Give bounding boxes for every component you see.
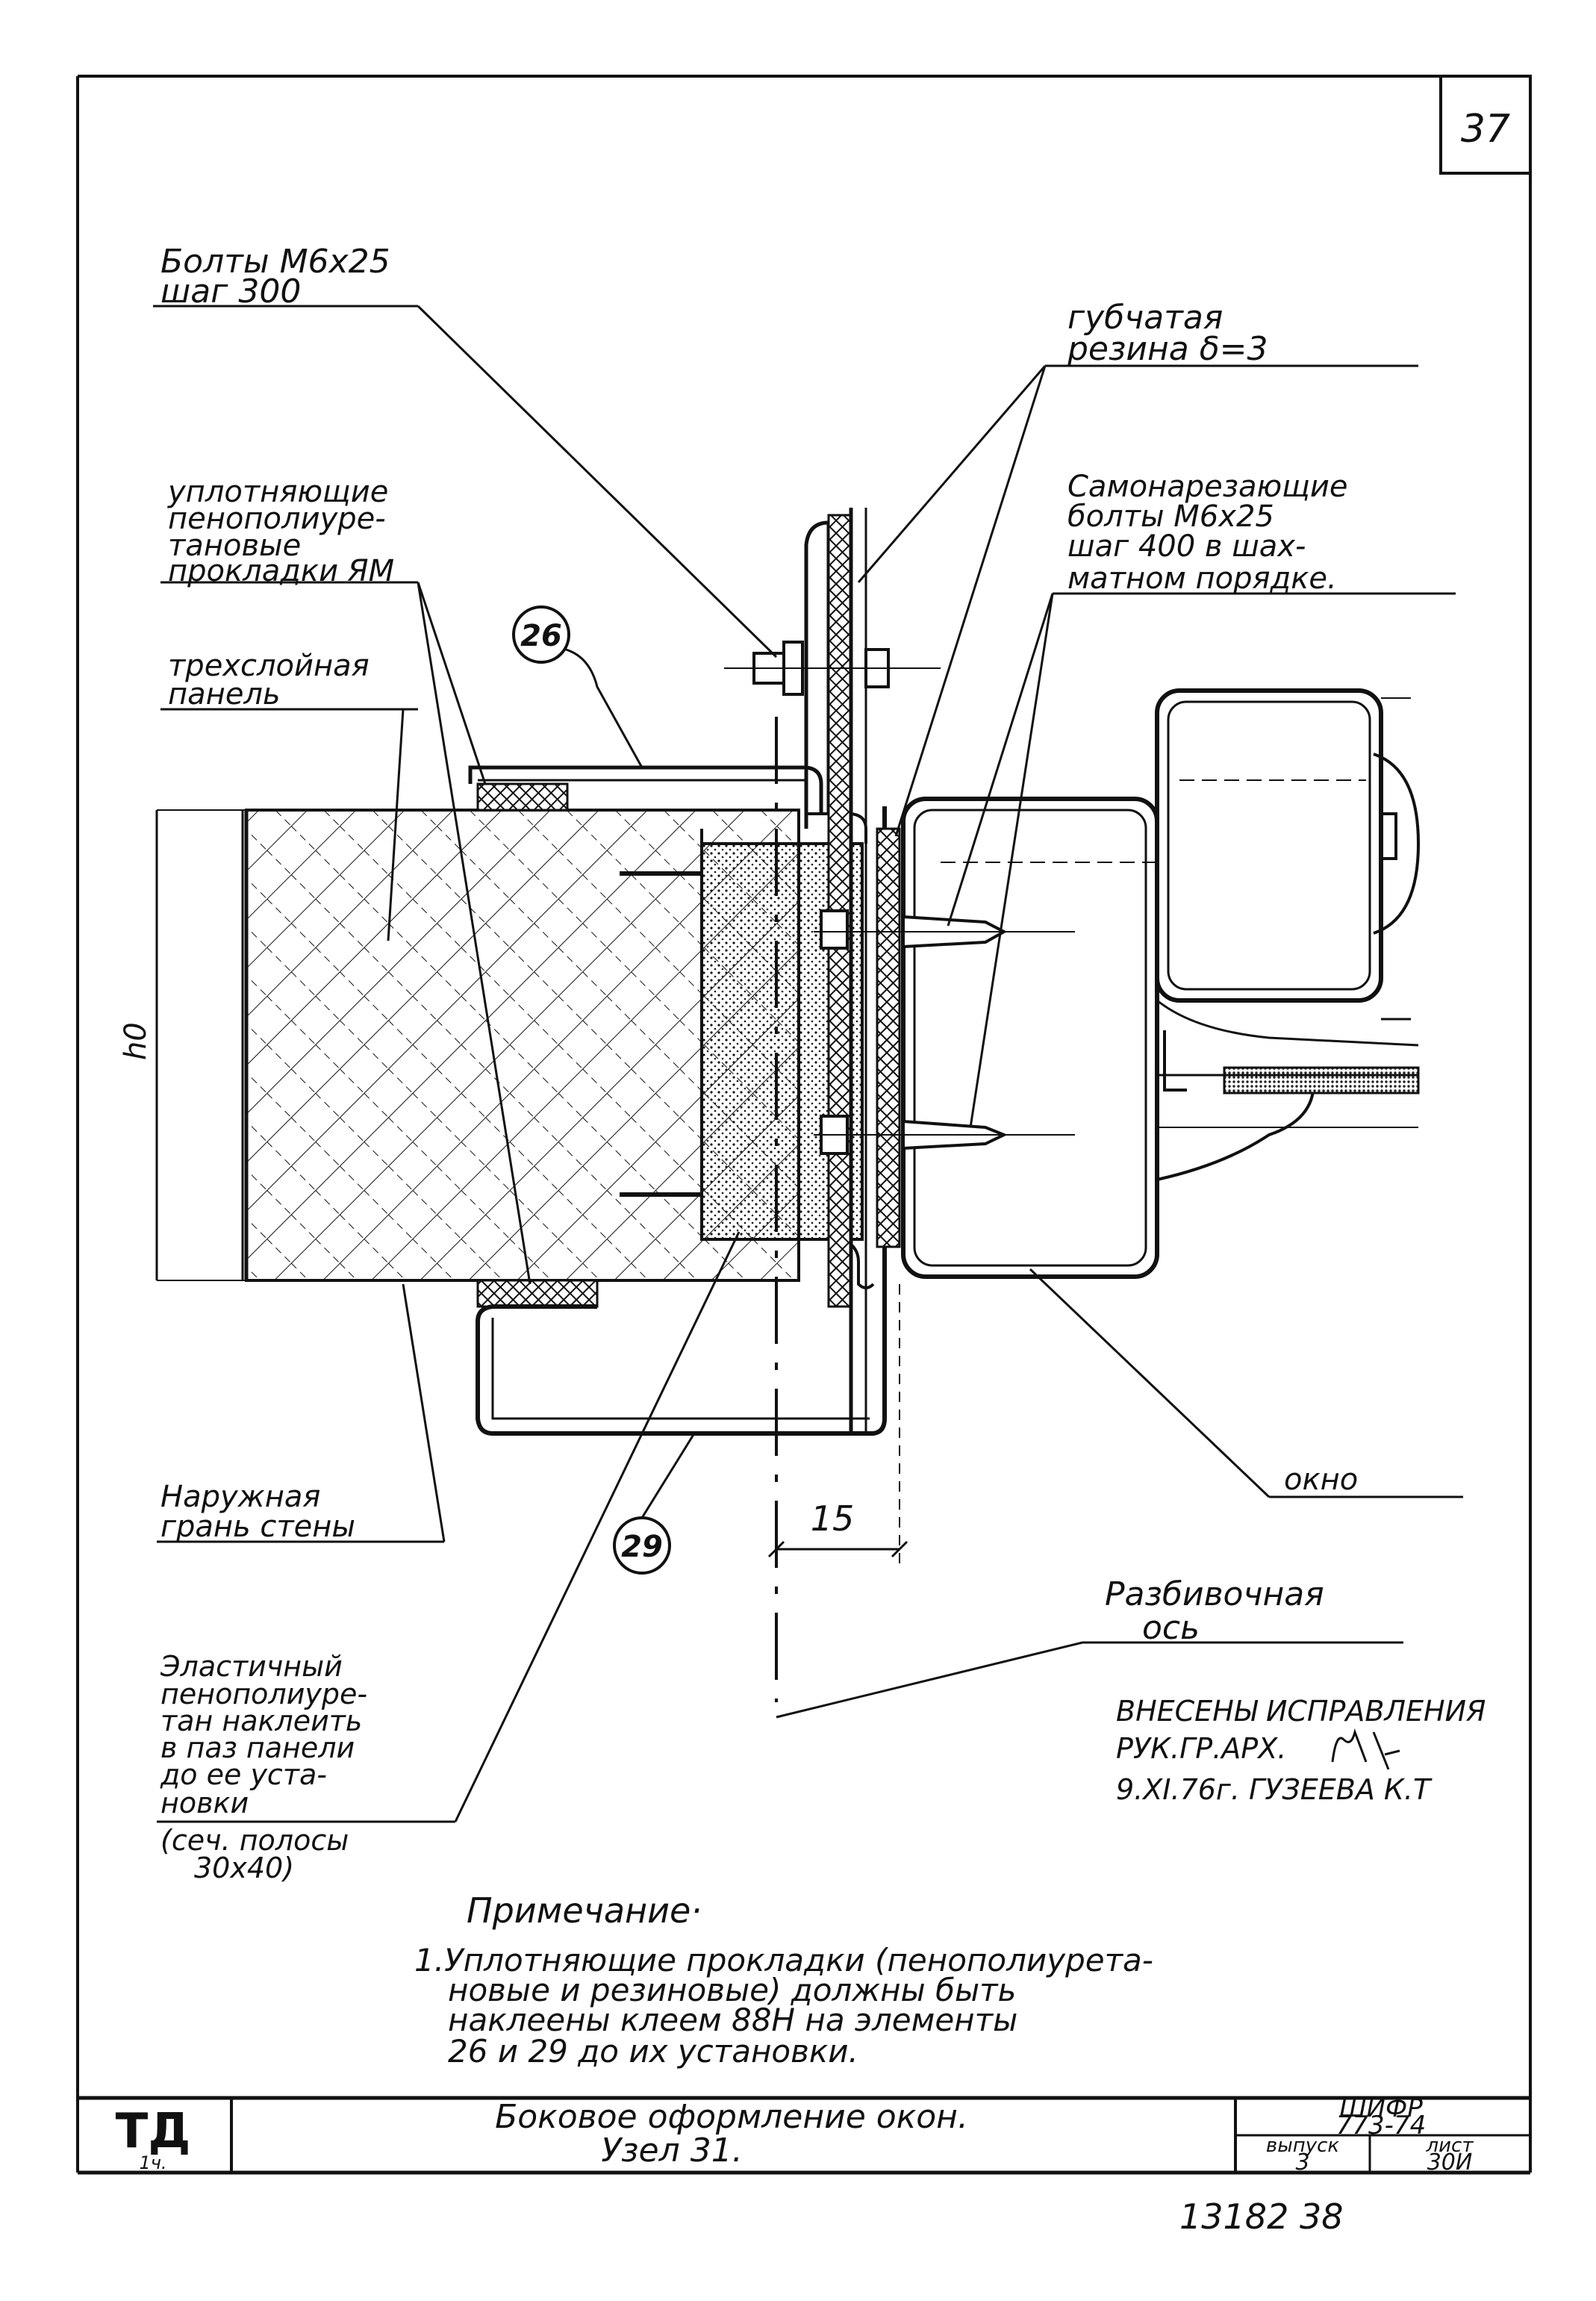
callout-foam-line8: 30х40) <box>194 1852 294 1884</box>
window-rubber-pad <box>876 827 901 1248</box>
callout-bolts-line1: Болты М6х25 <box>160 243 390 281</box>
note-line2: новые и резиновые) должны быть <box>448 1972 1016 2008</box>
archive-numbers: 13182 38 <box>1179 2196 1344 2237</box>
marker-26-text: 26 <box>520 619 562 653</box>
callout-layout-axis: Разбивочная ось <box>1105 1575 1324 1647</box>
callout-self-tapping-bolts: Самонарезающие болты М6х25 шаг 400 в шах… <box>947 470 1456 1128</box>
sheet-number: 37 <box>1461 107 1510 152</box>
issue-label: выпуск <box>1266 2135 1340 2157</box>
org-code: ТД <box>116 2104 191 2159</box>
callout-sponge-rubber-line2: резина δ=3 <box>1067 330 1268 368</box>
sheet-label: лист <box>1426 2135 1474 2157</box>
callout-panel-line1: трехслойная <box>168 649 370 683</box>
drawing-title-line2: Узел 31. <box>601 2132 742 2170</box>
note-line3: наклеены клеем 88Н на элементы <box>448 2002 1017 2038</box>
callout-foam-line5: до ее уста- <box>160 1758 327 1791</box>
org-sub: 1ч. <box>139 2152 166 2173</box>
callout-foam-line4: в паз панели <box>160 1731 355 1764</box>
callout-self-tapping-line3: шаг 400 в шах- <box>1067 529 1306 564</box>
corrections-line3: 9.XI.76г. ГУЗЕЕВА К.Т <box>1116 1773 1433 1806</box>
title-block: ТД 1ч. Боковое оформление окон. Узел 31.… <box>78 2093 1530 2176</box>
callout-outer-wall-line1: Наружная <box>160 1480 320 1514</box>
callout-sponge-rubber: губчатая резина δ=3 <box>857 299 1418 837</box>
callout-sealing-line2: пенополиуре- <box>168 502 386 536</box>
callout-foam-line2: пенополиуре- <box>160 1678 367 1710</box>
node-drawing: 15 h0 <box>119 508 1421 1719</box>
bolt-m6 <box>724 641 941 696</box>
callout-sealing-line4: прокладки ЯМ <box>168 554 394 588</box>
corrections-line2: РУК.ГР.АРХ. <box>1116 1732 1286 1765</box>
drawing-title-line1: Боковое оформление окон. <box>495 2098 968 2136</box>
note-line1: 1.Уплотняющие прокладки (пенополиурета- <box>414 1942 1153 1978</box>
corrections-stamp: ВНЕСЕНЫ ИСПРАВЛЕНИЯ РУК.ГР.АРХ. 9.XI.76г… <box>1116 1695 1486 1806</box>
code-label: ШИФР <box>1339 2093 1423 2123</box>
note-title: Примечание· <box>467 1890 702 1931</box>
callout-axis-line1: Разбивочная <box>1105 1575 1324 1613</box>
layout-axis-leader <box>776 1641 1403 1719</box>
dimension-panel-height: h0 <box>119 810 158 1280</box>
callout-outer-wall-line2: грань стены <box>160 1510 355 1544</box>
callout-foam-line1: Эластичный <box>160 1650 343 1683</box>
marker-26: 26 <box>512 605 643 768</box>
callout-window-line1: окно <box>1284 1463 1358 1497</box>
sheet-frame <box>76 75 1532 2175</box>
issue-value: 3 <box>1295 2149 1309 2176</box>
callout-outer-wall: Наружная грань стены <box>157 1283 446 1544</box>
callout-foam-line3: тан наклеить <box>160 1704 362 1737</box>
callout-foam-line7: (сеч. полосы <box>160 1824 349 1857</box>
callout-axis-line2: ось <box>1142 1609 1200 1647</box>
callout-panel-line2: панель <box>168 677 281 712</box>
profile-29 <box>476 806 887 1436</box>
callout-window: окно <box>1029 1268 1463 1498</box>
sheet-value: 30И <box>1427 2149 1473 2176</box>
callout-sealing-line3: тановые <box>168 529 301 563</box>
corrections-line1: ВНЕСЕНЫ ИСПРАВЛЕНИЯ <box>1116 1695 1486 1728</box>
callout-bolts-line2: шаг 300 <box>160 273 301 311</box>
callout-three-layer-panel: трехслойная панель <box>160 649 418 941</box>
dimension-15: 15 <box>767 1498 908 1558</box>
callout-sponge-rubber-line1: губчатая <box>1067 299 1223 337</box>
callout-bolts: Болты М6х25 шаг 300 <box>153 243 778 658</box>
window-frame <box>901 688 1421 1279</box>
top-sealing-gasket <box>476 782 569 812</box>
callout-self-tapping-line2: болты М6х25 <box>1067 499 1274 534</box>
callout-foam-line6: новки <box>160 1787 249 1819</box>
callout-self-tapping-line4: матном порядке. <box>1067 561 1337 596</box>
dimension-gap-text: 15 <box>811 1498 855 1539</box>
note-line4: 26 и 29 до их установки. <box>448 2033 858 2070</box>
callout-sealing-line1: уплотняющие <box>167 475 388 509</box>
sheet-number-box: 37 <box>1439 75 1532 175</box>
callout-sealing-gaskets: уплотняющие пенополиуре- тановые проклад… <box>160 475 532 1285</box>
code-value: 773-74 <box>1336 2111 1426 2140</box>
bottom-sealing-gasket <box>476 1279 599 1308</box>
note-block: Примечание· 1.Уплотняющие прокладки (пен… <box>414 1890 1153 2070</box>
marker-29-text: 29 <box>621 1530 663 1564</box>
self-tapping-screws <box>814 909 1075 1155</box>
dimension-height-text: h0 <box>119 1022 153 1060</box>
marker-29: 29 <box>613 1433 696 1575</box>
callout-elastic-foam: Эластичный пенополиуре- тан наклеить в п… <box>157 1231 741 1884</box>
signature <box>1331 1728 1400 1770</box>
angle-flange <box>804 520 831 829</box>
callout-self-tapping-line1: Самонарезающие <box>1067 470 1348 504</box>
